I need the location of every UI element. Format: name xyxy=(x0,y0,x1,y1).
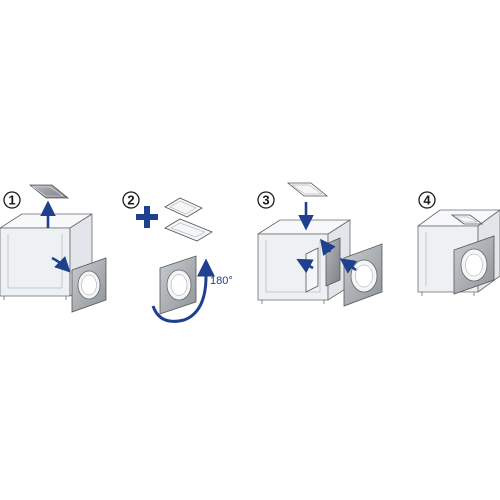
step-2: 2 180° xyxy=(122,191,233,323)
step-4-front-plate-installed xyxy=(453,235,495,295)
step-2-number: 2 xyxy=(127,193,134,208)
step-4-top-filter-installed xyxy=(450,214,484,225)
step-1-front-plate xyxy=(71,257,107,313)
step-4-number: 4 xyxy=(423,193,431,208)
step-1-arrow-right xyxy=(51,256,71,273)
step-3-arrow-left-a xyxy=(296,258,314,274)
plus-icon xyxy=(136,206,158,228)
step-2-new-filter-b xyxy=(164,218,213,242)
step-3: 3 xyxy=(257,182,383,307)
step-1-number: 1 xyxy=(8,193,15,208)
step-2-front-plate xyxy=(159,255,197,315)
step-1-cabinet xyxy=(0,213,93,300)
step-3-badge xyxy=(257,191,275,209)
step-3-arrow-left-c xyxy=(339,258,357,274)
step-4: 4 xyxy=(417,191,500,296)
step-1: 1 xyxy=(0,184,107,313)
step-2-rotation-label: 180° xyxy=(210,275,233,287)
step-3-number: 3 xyxy=(262,193,269,208)
step-1-top-filter xyxy=(28,184,70,199)
step-2-badge xyxy=(122,191,140,209)
step-1-badge xyxy=(3,191,21,209)
step-2-new-filter-a xyxy=(164,197,203,218)
step-3-front-plate xyxy=(343,243,383,307)
step-2-rotate-arrow xyxy=(151,258,215,323)
step-3-side-filter-b xyxy=(325,237,341,287)
step-4-badge xyxy=(418,191,436,209)
step-3-arrow-left-b xyxy=(320,238,336,256)
step-3-side-filter-a xyxy=(305,247,319,293)
step-3-top-filter xyxy=(286,182,329,197)
